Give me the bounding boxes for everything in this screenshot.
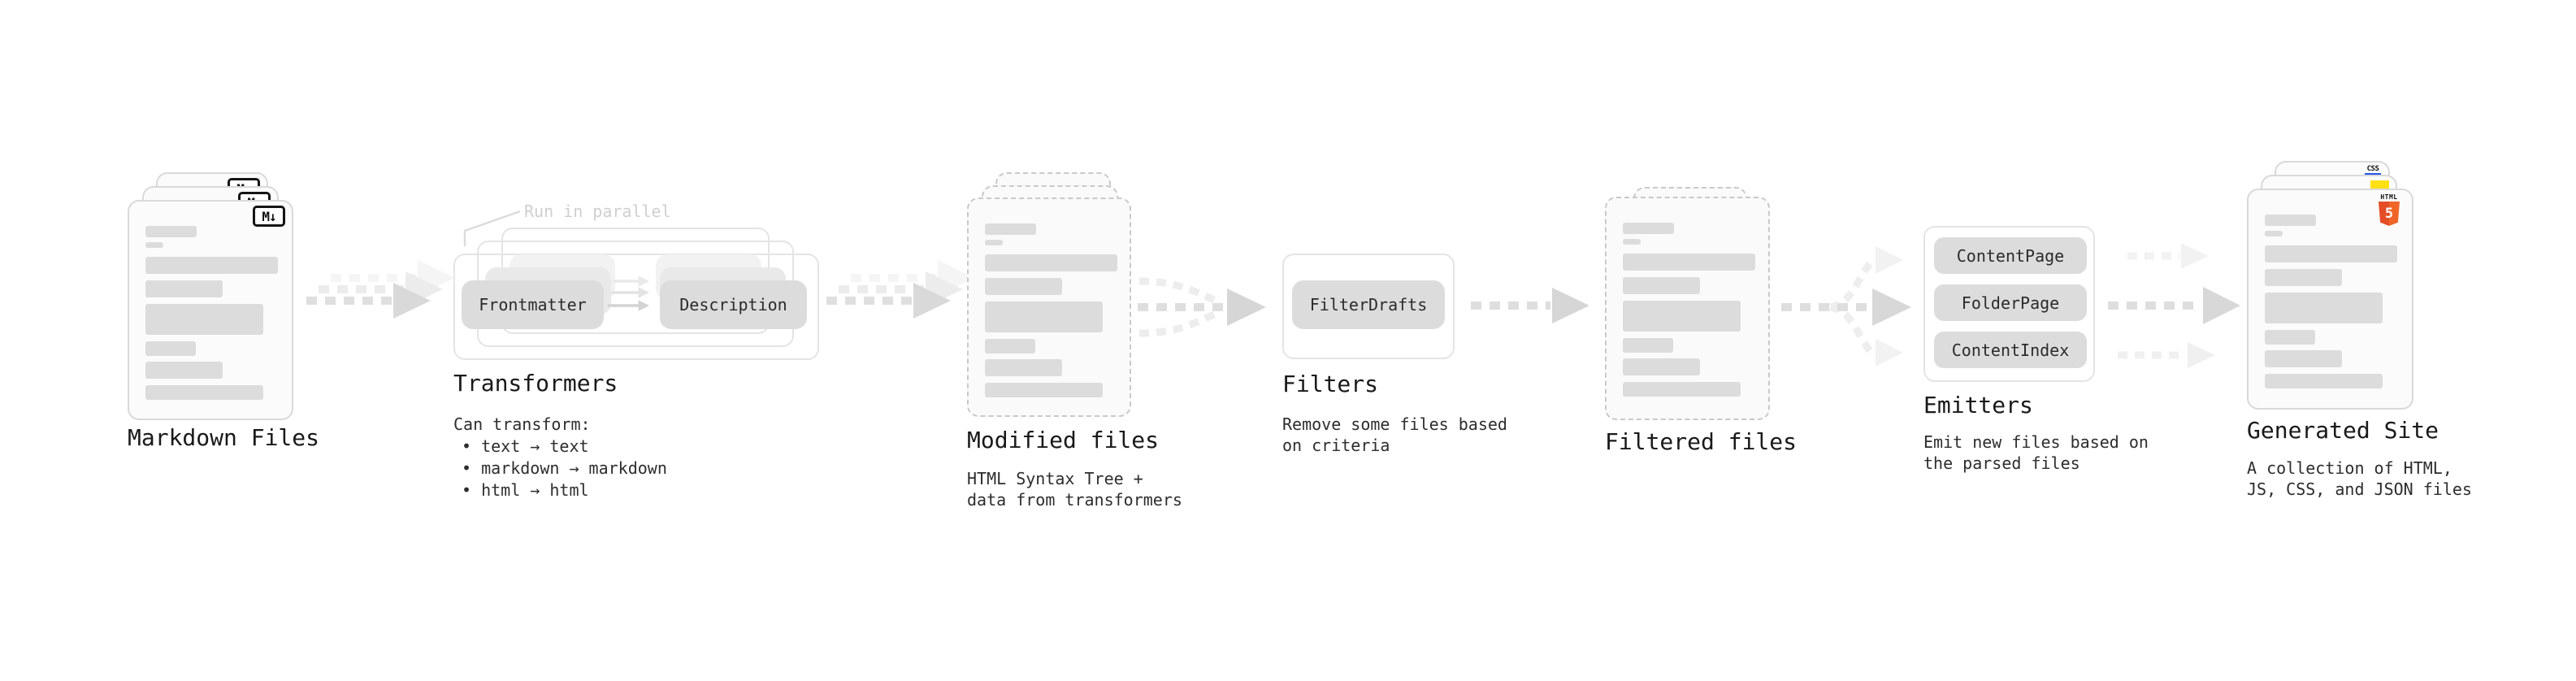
placeholder-text-bar [145,304,263,335]
placeholder-text-bar [2265,374,2383,388]
placeholder-text-bar [2265,269,2342,286]
filters-title: Filters [1282,371,1379,397]
placeholder-text-bar [985,254,1117,271]
modified-sub-line2: data from transformers [967,490,1182,510]
transform-bullet-html: • html → html [462,480,589,500]
placeholder-text-bar [145,257,278,274]
filters-sub-line1: Remove some files based [1282,414,1507,434]
modified-file-card-front [967,197,1131,417]
placeholder-text-bar [1623,239,1641,245]
frontmatter-pill: Frontmatter [462,280,604,329]
transformers-title: Transformers [453,370,618,397]
modified-files-description: HTML Syntax Tree + data from transformer… [967,468,1182,510]
markdown-file-card-front: M↓ [128,200,293,420]
transform-bullet-text: • text → text [462,436,589,456]
generated-site-description: A collection of HTML, JS, CSS, and JSON … [2247,458,2472,500]
placeholder-text-bar [1623,358,1700,375]
placeholder-text-bar [145,280,223,297]
arrow-filtered-to-emitters-fanout [1781,246,1911,367]
placeholder-text-bar [985,278,1062,295]
placeholder-text-bar [2265,293,2383,323]
placeholder-text-bar [985,339,1035,354]
placeholder-text-bar [1623,277,1700,294]
html5-icon: HTML 5 [2378,193,2400,226]
js-file-icon [2370,180,2389,191]
modified-sub-line1: HTML Syntax Tree + [967,469,1143,488]
placeholder-text-bar [145,362,223,379]
generated-site-title: Generated Site [2247,417,2439,444]
markdown-icon: M↓ [253,206,285,227]
placeholder-text-bar [1623,338,1673,353]
placeholder-text-bar [1623,254,1755,271]
description-pill: Description [660,280,807,329]
emitters-title: Emitters [1923,392,2033,419]
css-icon-label: CSS [2366,165,2379,173]
generated-sub-line1: A collection of HTML, [2247,458,2452,478]
placeholder-text-bar [145,341,196,356]
emitters-sub-line2: the parsed files [1923,453,2080,473]
folderpage-pill: FolderPage [1934,284,2087,321]
filters-description: Remove some files based on criteria [1282,414,1507,456]
contentindex-pill: ContentIndex [1934,332,2087,368]
placeholder-text-bar [2265,215,2316,226]
placeholder-text-bar [145,385,263,400]
filtered-file-card-front [1605,197,1770,420]
placeholder-text-bar [985,383,1103,397]
transformers-subtitle: Can transform: [453,414,591,434]
contentpage-pill: ContentPage [1934,237,2087,274]
transformers-description: Can transform: • text → text • markdown … [453,414,667,501]
filterdrafts-pill: FilterDrafts [1292,280,1445,329]
filters-sub-line2: on criteria [1282,436,1390,455]
arrow-emitters-to-generated-trio [2108,243,2240,368]
placeholder-text-bar [985,223,1036,235]
placeholder-text-bar [985,359,1062,376]
generated-sub-line2: JS, CSS, and JSON files [2247,479,2472,499]
emitters-sub-line1: Emit new files based on [1923,432,2149,452]
placeholder-text-bar [1623,301,1741,332]
emitters-description: Emit new files based on the parsed files [1923,432,2149,474]
placeholder-text-bar [985,301,1103,332]
arrow-filters-to-filtered [1471,288,1589,323]
placeholder-text-bar [1623,382,1741,397]
parallel-arrows-icon [608,275,650,311]
placeholder-text-bar [2265,231,2283,236]
modified-files-title: Modified files [967,427,1160,453]
placeholder-text-bar [2265,245,2397,262]
filtered-files-title: Filtered files [1605,428,1798,455]
arrow-modified-to-filters-merge [1138,277,1266,337]
arrow-transformers-to-modified [826,260,975,319]
transform-bullet-markdown: • markdown → markdown [462,458,667,478]
placeholder-text-bar [1623,223,1674,234]
transformer-box-front [453,254,819,360]
placeholder-text-bar [145,226,197,237]
placeholder-text-bar [145,242,163,248]
placeholder-text-bar [2265,350,2342,367]
html5-icon-shield: 5 [2379,202,2400,226]
generated-file-card-front: HTML 5 [2247,189,2413,410]
arrow-markdown-to-transformers [306,260,455,319]
run-in-parallel-annotation: Run in parallel [524,202,671,221]
html5-icon-label: HTML [2380,193,2398,201]
placeholder-text-bar [2265,330,2315,345]
annotation-leader-line [463,210,521,246]
markdown-files-title: Markdown Files [128,424,320,451]
placeholder-text-bar [985,240,1003,245]
